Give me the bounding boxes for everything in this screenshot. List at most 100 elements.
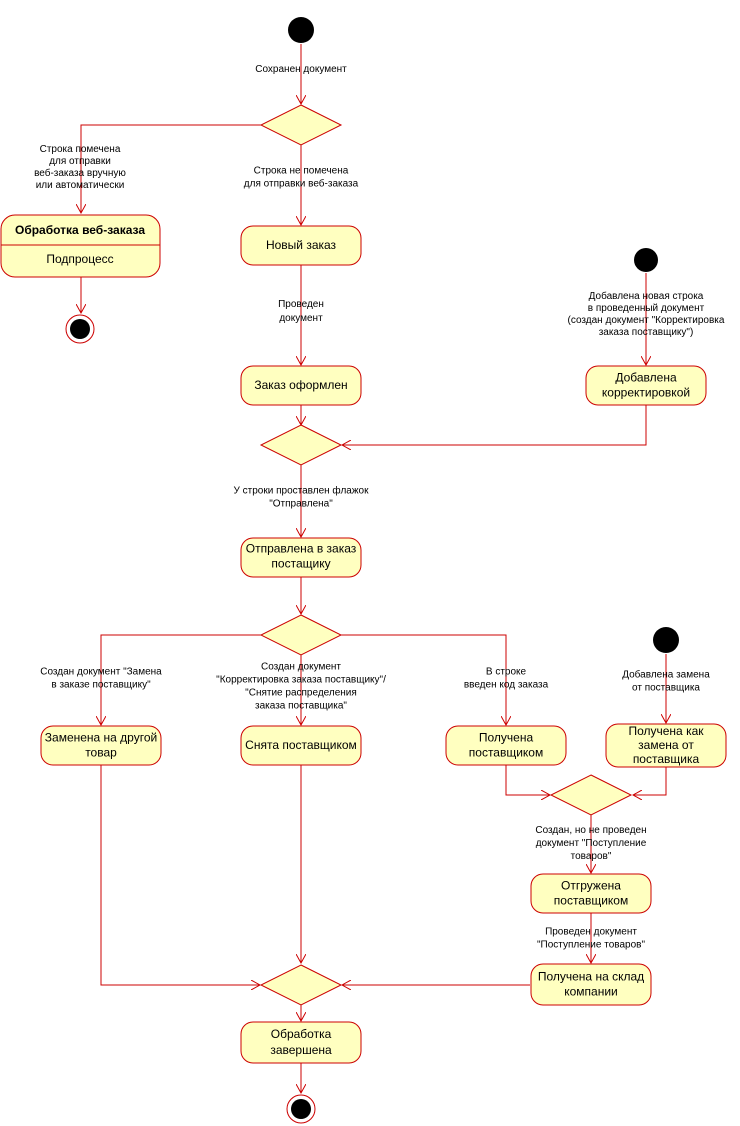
removed-by-supplier-label: Снята поставщиком: [245, 738, 357, 752]
label-line: компании: [564, 985, 618, 999]
action-processing-done: [240, 1021, 362, 1064]
label-line: документ: [279, 313, 323, 324]
label-line: корректировкой: [602, 386, 690, 400]
label-line: в заказе поставщику": [51, 679, 151, 690]
label-line: завершена: [270, 1043, 332, 1057]
label-line: Получена на склад: [538, 970, 644, 984]
label-line: Обработка: [271, 1027, 332, 1041]
label-line: Отгружена: [561, 879, 621, 893]
label-line: Заказ оформлен: [254, 378, 347, 392]
new-order-label: Новый заказ: [266, 238, 337, 252]
label-line: поставщиком: [469, 746, 543, 760]
action-replaced-other: [40, 725, 162, 766]
label-line: Проведен: [278, 299, 324, 310]
label-line: Снята поставщиком: [245, 738, 357, 752]
edge-label-saved-doc: Сохранен документ: [255, 64, 347, 75]
label-line: постащику: [271, 557, 330, 571]
label-line: Проведен документ: [545, 926, 637, 937]
edge-label-receipt-not-posted: Создан, но не проведен документ "Поступле…: [535, 825, 646, 862]
label-line: (создан документ "Корректировка: [568, 315, 725, 326]
action-new-order: [240, 225, 362, 266]
edges: [81, 44, 666, 1093]
edge-label-receipt-posted: Проведен документ "Поступление товаров": [537, 926, 645, 950]
label-line: введен код заказа: [464, 679, 549, 690]
action-sent-to-supplier: [240, 537, 362, 578]
edge-decision1-to-web-order: [81, 124, 262, 213]
label-line: Отправлена в заказ: [246, 542, 357, 556]
action-received-by-supplier: [445, 725, 567, 766]
label-line: в проведенный документ: [588, 303, 705, 314]
label-line: товаров": [571, 851, 612, 862]
label-line: Сохранен документ: [255, 64, 347, 75]
action-order-issued: [240, 365, 362, 406]
edge-replaced-to-decision5: [100, 765, 260, 985]
label-line: товар: [85, 746, 117, 760]
label-line: от поставщика: [632, 682, 700, 693]
label-line: Создан документ "Замена: [40, 666, 162, 677]
label-line: Заменена на другой: [45, 731, 157, 745]
label-line: "Корректировка заказа поставщику"/: [216, 674, 386, 685]
label-line: веб-заказа вручную: [34, 167, 126, 179]
processing-done-label: Обработка завершена: [270, 1027, 332, 1057]
label-line: Получена как: [628, 724, 704, 738]
edge-label-replacement-doc: Создан документ "Замена в заказе поставщи…: [40, 666, 162, 690]
label-line: поставщика: [633, 752, 700, 766]
edge-decision3-to-replaced: [101, 634, 262, 725]
action-shipped-by-supplier: [530, 873, 652, 914]
web-order-subprocess: Подпроцесс: [46, 252, 113, 266]
edge-label-order-code: В строке введен код заказа: [464, 666, 549, 690]
initial-node-replacement: [653, 627, 679, 653]
label-line: или автоматически: [36, 180, 125, 191]
initial-node-correction: [634, 248, 658, 272]
label-line: замена от: [638, 738, 694, 752]
action-removed-by-supplier: [240, 725, 362, 766]
decision-node-merge-sent: [259, 424, 343, 466]
initial-node: [288, 17, 314, 43]
label-line: "Снятие распределения: [245, 687, 357, 698]
edge-label-correction-doc: Создан документ "Корректировка заказа пос…: [216, 661, 386, 711]
decision-node-saved: [259, 104, 343, 146]
label-line: документ "Поступление: [536, 838, 647, 849]
final-node-main: [286, 1094, 316, 1124]
label-line: Создан документ: [261, 661, 341, 672]
edge-label-flag-sent: У строки проставлен флажок "Отправлена": [234, 484, 370, 509]
label-line: Добавлена: [615, 371, 677, 385]
action-received-as-replacement: [605, 723, 727, 768]
label-line: заказа поставщику"): [599, 327, 694, 338]
edge-received-to-decision4: [505, 765, 550, 795]
action-corrected: [585, 365, 707, 406]
action-received-at-warehouse: [530, 963, 652, 1006]
label-line: Создан, но не проведен: [535, 825, 646, 836]
final-node-web-order: [65, 314, 95, 344]
label-line: Строка не помечена: [254, 165, 349, 176]
order-issued-label: Заказ оформлен: [254, 378, 347, 392]
edge-label-supplier-replacement: Добавлена замена от поставщика: [622, 668, 710, 693]
label-line: для отправки веб-заказа: [244, 177, 359, 189]
label-line: Получена: [479, 731, 534, 745]
node-labels: Обработка веб-заказа Подпроцесс Новый за…: [15, 223, 704, 1057]
label-line: "Отправлена": [269, 498, 333, 509]
label-line: Добавлена новая строка: [589, 290, 704, 302]
web-order-title: Обработка веб-заказа: [15, 223, 145, 237]
label-line: Добавлена замена: [622, 668, 710, 680]
action-web-order: [0, 214, 161, 278]
decision-node-received: [549, 774, 633, 816]
label-line: "Поступление товаров": [537, 939, 645, 950]
label-line: У строки проставлен флажок: [234, 484, 370, 496]
edge-corrected-to-decision2: [342, 405, 647, 445]
decision-node-supplier: [259, 614, 343, 656]
label-line: поставщиком: [554, 894, 628, 908]
edge-decision3-to-received: [341, 634, 506, 725]
label-line: В строке: [486, 666, 527, 677]
